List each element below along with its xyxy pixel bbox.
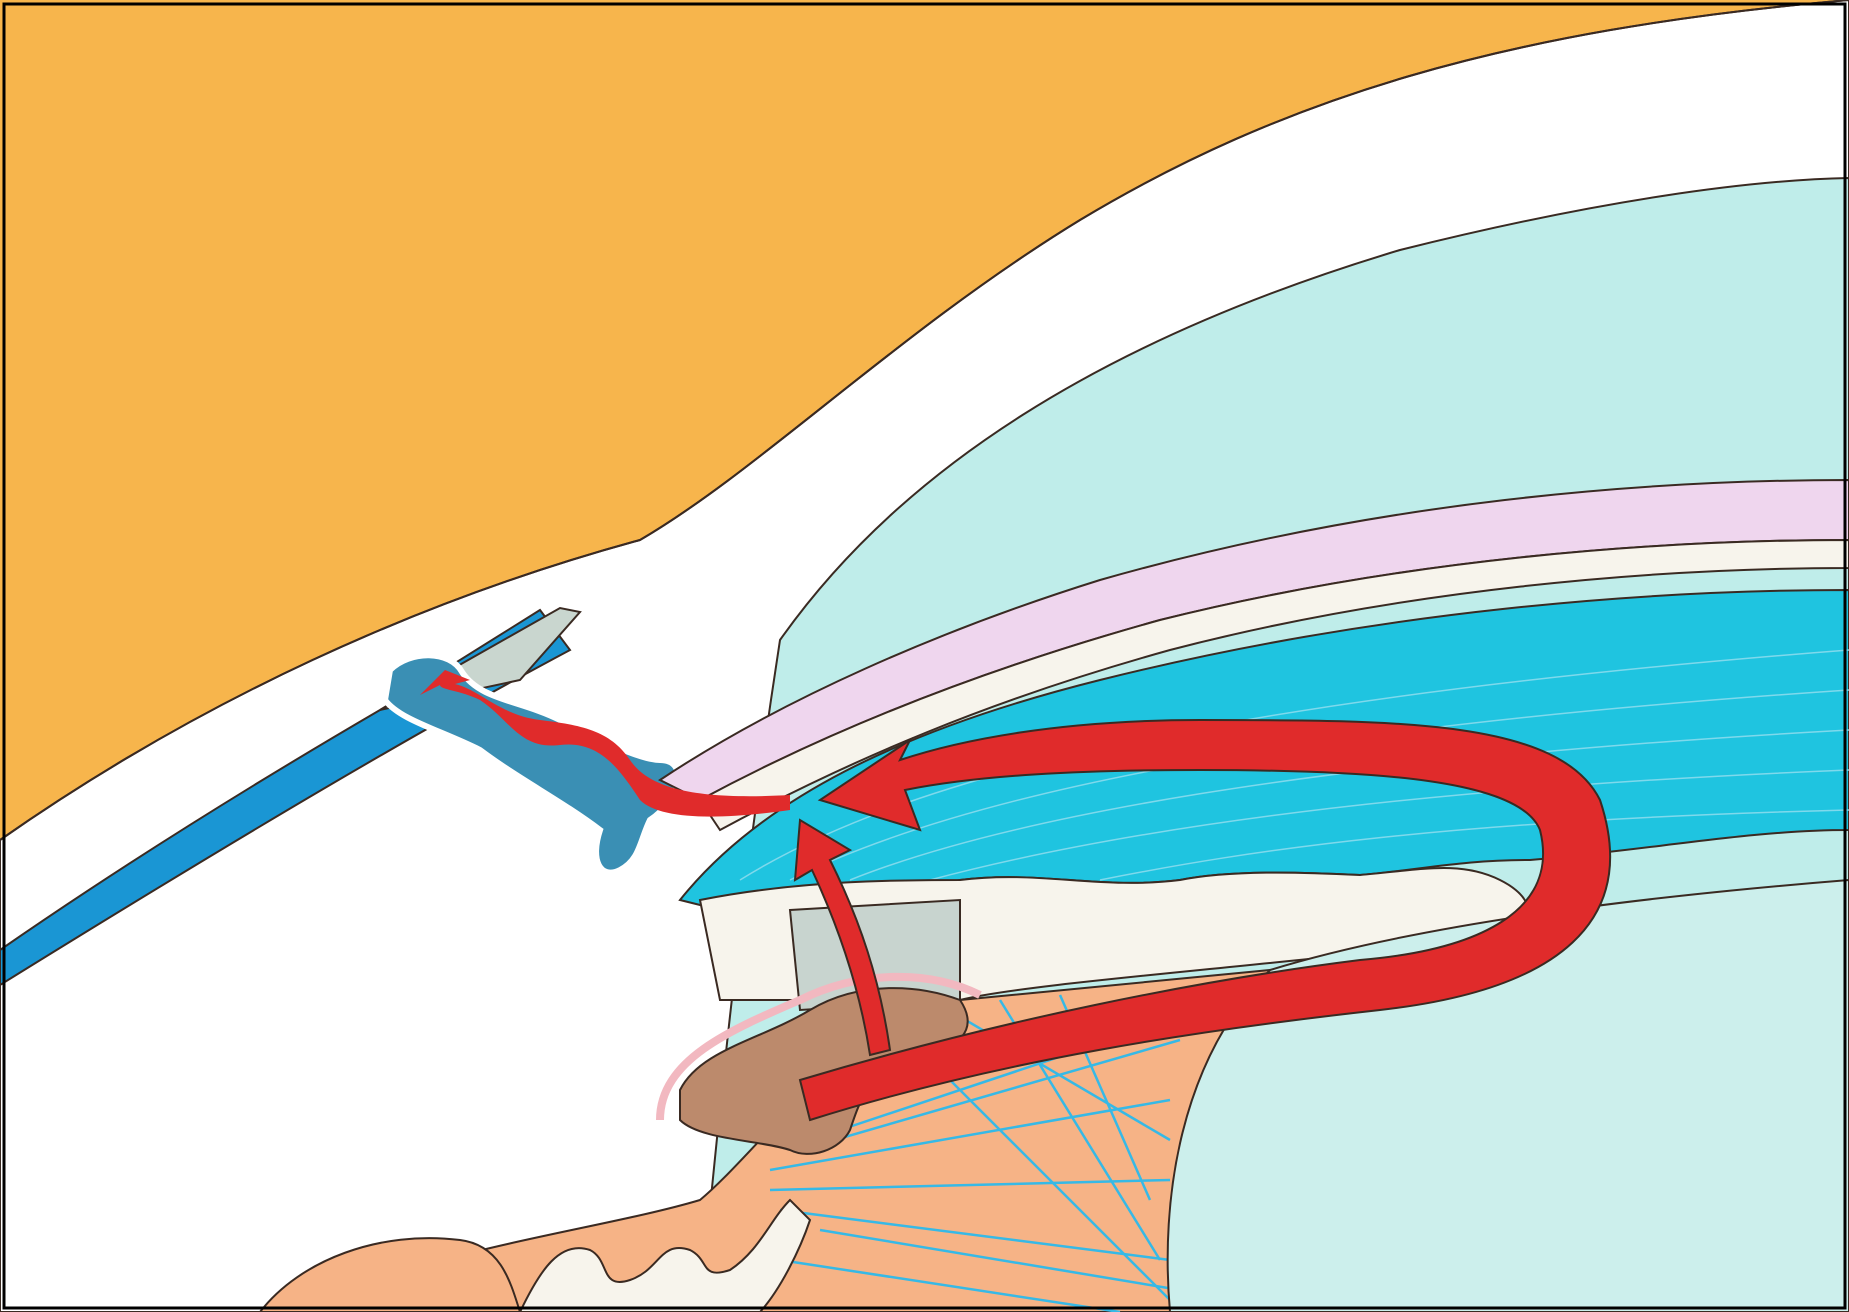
eye-anterior-chamber-illustration: [0, 0, 1849, 1312]
